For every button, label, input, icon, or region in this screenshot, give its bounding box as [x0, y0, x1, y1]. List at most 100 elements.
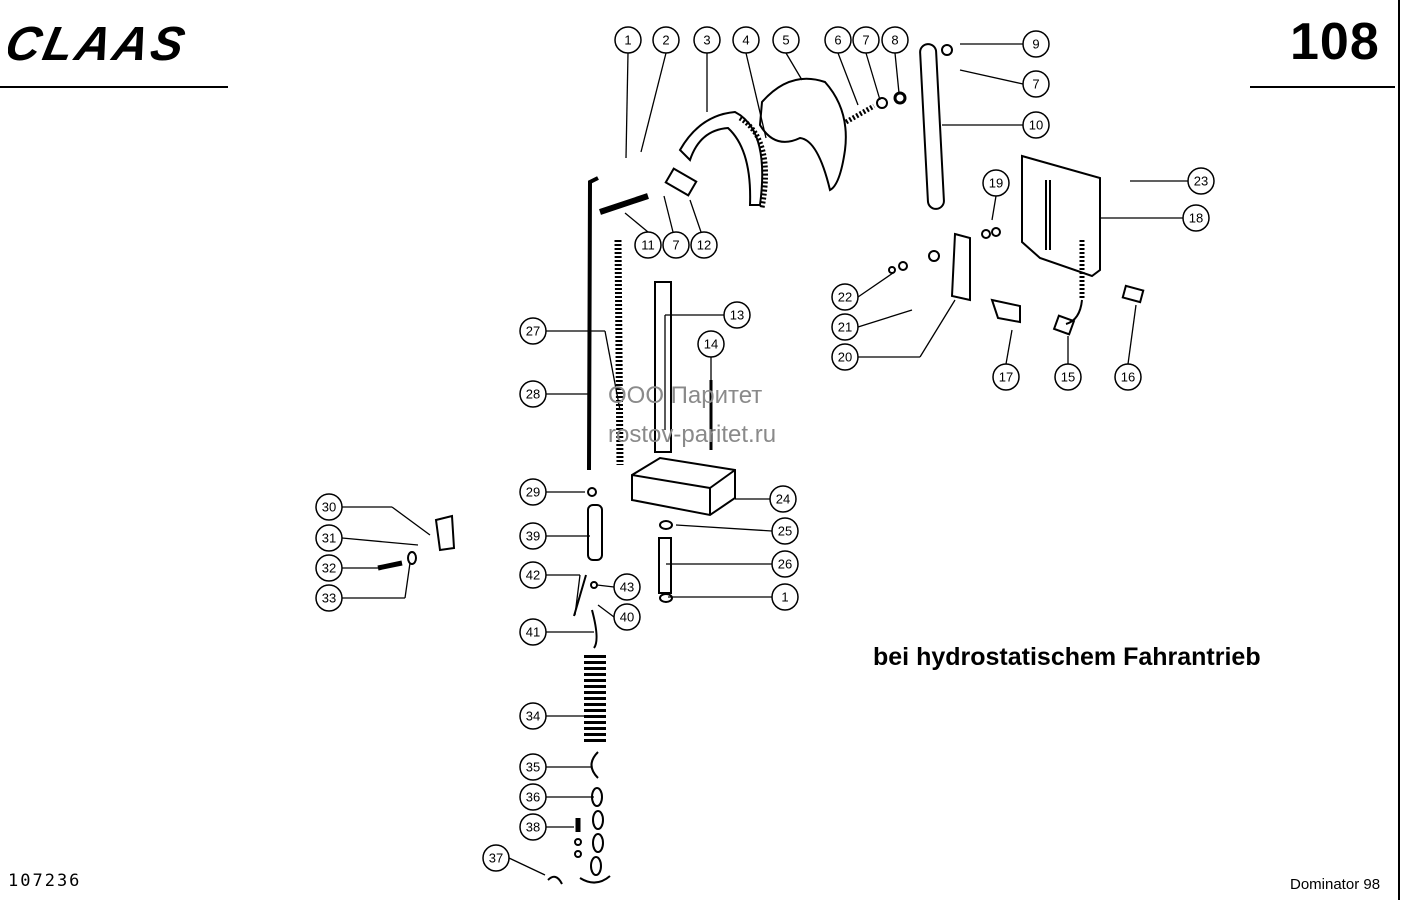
rod	[587, 176, 599, 471]
callout-6	[824, 26, 852, 54]
sector-plate	[678, 110, 764, 206]
callout-label: 30	[322, 500, 336, 515]
callout-label: 38	[526, 820, 540, 835]
callout-label: 14	[704, 337, 718, 352]
callout-label: 35	[526, 760, 540, 775]
callout-label: 8	[891, 33, 898, 48]
callout-29	[519, 478, 547, 506]
callout-33	[315, 584, 343, 612]
callout-label: 42	[526, 568, 540, 583]
callout-21	[831, 313, 859, 341]
part-drawings	[377, 43, 1145, 885]
callout-label: 33	[322, 591, 336, 606]
callout-41	[519, 618, 547, 646]
callout-label: 39	[526, 529, 540, 544]
caption-text: bei hydrostatischem Fahrantrieb	[873, 643, 1261, 671]
callout-18	[1182, 204, 1210, 232]
nut	[893, 91, 907, 105]
callout-label: 1	[781, 590, 788, 605]
callout-label: 5	[782, 33, 789, 48]
callout-24	[769, 485, 797, 513]
callout-36	[519, 783, 547, 811]
callout-7a	[852, 26, 880, 54]
callout-35	[519, 753, 547, 781]
claas-logo: CLAAS	[8, 18, 192, 66]
callout-3	[693, 26, 721, 54]
brand-text: CLAAS	[8, 18, 192, 66]
leader-lines	[341, 43, 1188, 876]
callout-label: 10	[1029, 118, 1043, 133]
long-spring	[614, 239, 624, 466]
callout-20	[831, 343, 859, 371]
frame-right-border	[1398, 0, 1400, 900]
callout-label: 36	[526, 790, 540, 805]
callout-label: 18	[1189, 211, 1203, 226]
callout-label: 22	[838, 290, 852, 305]
callout-37	[482, 844, 510, 872]
callout-28	[519, 380, 547, 408]
callout-27	[519, 317, 547, 345]
callout-1	[614, 26, 642, 54]
callout-42	[519, 561, 547, 589]
clip-bracket	[950, 232, 971, 302]
callout-7b	[1022, 70, 1050, 98]
callout-label: 37	[489, 851, 503, 866]
small-spring	[844, 103, 876, 125]
callout-4	[732, 26, 760, 54]
callout-label: 43	[620, 580, 634, 595]
callout-39	[519, 522, 547, 550]
callout-38	[519, 813, 547, 841]
callout-label: 26	[778, 557, 792, 572]
callout-19	[982, 169, 1010, 197]
callout-label: 28	[526, 387, 540, 402]
callout-22	[831, 283, 859, 311]
callout-label: 9	[1032, 37, 1039, 52]
callout-label: 24	[776, 492, 790, 507]
washer	[941, 44, 953, 56]
page-number: 108	[1290, 13, 1380, 71]
callout-5	[772, 26, 800, 54]
callout-label: 1	[624, 33, 631, 48]
callout-8	[881, 26, 909, 54]
callout-label: 7	[862, 33, 869, 48]
callout-25	[771, 517, 799, 545]
watermark-company: ООО Паритет	[608, 382, 763, 409]
callout-17	[992, 363, 1020, 391]
callout-30	[315, 493, 343, 521]
cam-plate	[758, 77, 847, 192]
callout-label: 27	[526, 324, 540, 339]
callout-label: 41	[526, 625, 540, 640]
callout-40	[613, 603, 641, 631]
callout-10	[1022, 111, 1050, 139]
callout-label: 34	[526, 709, 540, 724]
callout-label: 40	[620, 610, 634, 625]
callout-label: 3	[703, 33, 710, 48]
lever-arm	[919, 43, 945, 210]
washer	[876, 97, 888, 109]
callout-13	[723, 301, 751, 329]
callout-label: 29	[526, 485, 540, 500]
housing-block	[631, 456, 736, 517]
callout-34	[519, 702, 547, 730]
callout-2	[652, 26, 680, 54]
callout-label: 31	[322, 531, 336, 546]
callout-label: 19	[989, 176, 1003, 191]
callout-label: 12	[697, 238, 711, 253]
callout-16	[1114, 363, 1142, 391]
callout-label: 15	[1061, 370, 1075, 385]
callout-bubbles	[315, 26, 1215, 872]
callout-label: 7	[1032, 77, 1039, 92]
header-rule-right	[1250, 86, 1395, 88]
drawing-number: 107236	[8, 871, 82, 891]
callout-label: 6	[834, 33, 841, 48]
callout-11	[634, 231, 662, 259]
callout-14	[697, 330, 725, 358]
toothed-rim	[738, 115, 769, 209]
callout-label: 2	[662, 33, 669, 48]
bracket-plate	[1021, 154, 1101, 278]
callout-7c	[662, 231, 690, 259]
callout-label: 23	[1194, 174, 1208, 189]
callout-31	[315, 524, 343, 552]
callout-label: 13	[730, 308, 744, 323]
